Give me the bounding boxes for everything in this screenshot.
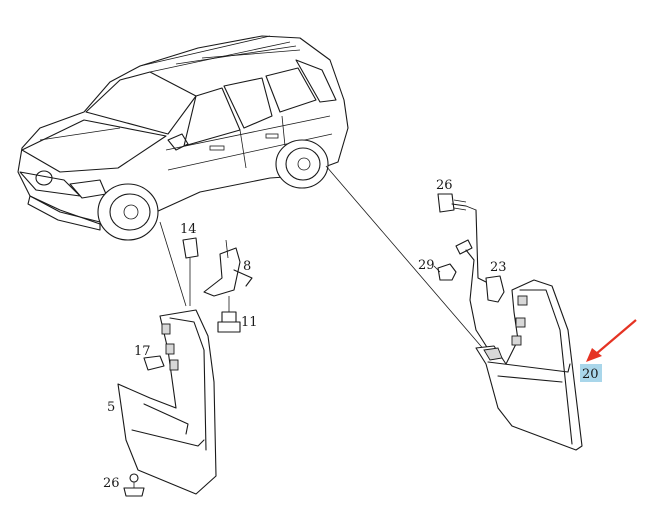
bracket-23 bbox=[485, 275, 505, 303]
callout-29: 29 bbox=[418, 258, 435, 273]
rear-mud-flap-group bbox=[437, 193, 583, 451]
clip-17 bbox=[143, 355, 165, 371]
callout-labels: 26 23 29 14 8 11 17 5 26 20 bbox=[103, 178, 602, 491]
callout-20-highlight bbox=[580, 364, 602, 382]
callout-26-top: 26 bbox=[436, 178, 453, 193]
callout-23: 23 bbox=[490, 260, 507, 275]
callout-11: 11 bbox=[241, 315, 258, 330]
leader-lines bbox=[159, 165, 487, 353]
bracket-8 bbox=[203, 247, 241, 297]
callout-8: 8 bbox=[243, 259, 251, 274]
highlight-arrow bbox=[586, 319, 637, 362]
mud-flap-20 bbox=[475, 279, 583, 451]
front-mud-flap-group bbox=[117, 237, 253, 497]
callout-20: 20 bbox=[582, 367, 599, 382]
callout-26-bottom: 26 bbox=[103, 476, 120, 491]
screw-26-bottom bbox=[123, 473, 145, 497]
bolt-11 bbox=[221, 311, 237, 323]
nut-29 bbox=[437, 263, 457, 281]
mud-flap-5 bbox=[117, 309, 217, 495]
callout-14: 14 bbox=[180, 222, 197, 237]
callout-17: 17 bbox=[134, 344, 151, 359]
clip-14 bbox=[182, 237, 199, 259]
vehicle-illustration bbox=[17, 35, 349, 241]
callout-5: 5 bbox=[107, 400, 115, 415]
screw-26-top bbox=[437, 193, 467, 213]
